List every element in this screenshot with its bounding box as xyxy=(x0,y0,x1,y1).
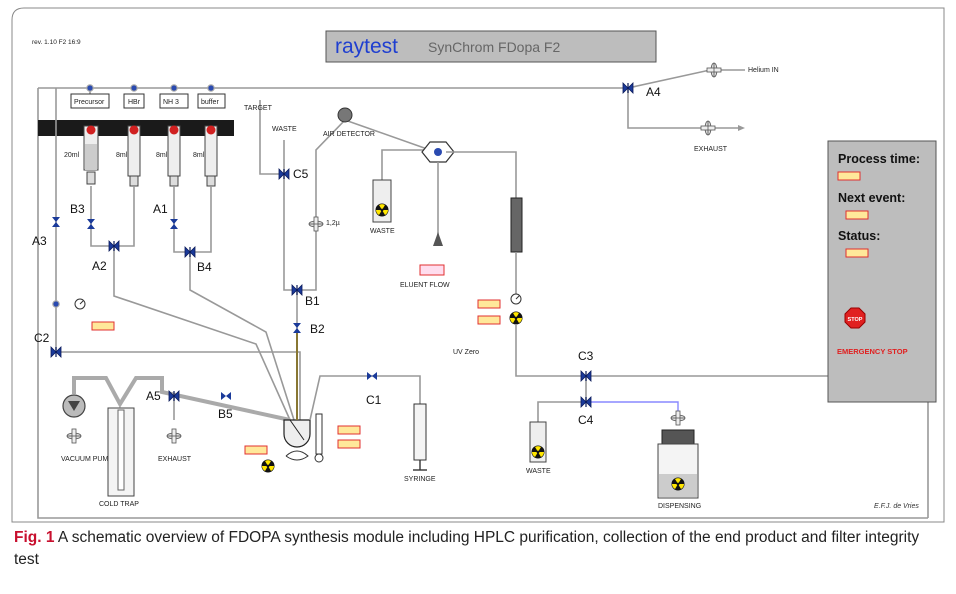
valve-a4-label: A4 xyxy=(646,85,661,99)
reagent-label-precursor: Precursor xyxy=(74,99,105,106)
helium-in-label: Helium IN xyxy=(748,67,779,74)
status-panel xyxy=(827,140,937,403)
valve-b3-label: B3 xyxy=(70,202,85,216)
syringe-label: SYRINGE xyxy=(404,476,436,483)
volume-label-3: 8ml xyxy=(156,152,168,159)
hplc-injector-icon xyxy=(421,141,455,163)
author-credit: E.F.J. de Vries xyxy=(874,503,919,510)
valve-c4-label: C4 xyxy=(578,413,594,427)
valve-a5-label: A5 xyxy=(146,389,161,403)
waste-vial-label: WASTE xyxy=(370,228,395,235)
valve-a4[interactable] xyxy=(622,82,634,94)
stop-button[interactable]: STOP xyxy=(844,307,866,329)
title-bar xyxy=(325,30,657,63)
brand-name: raytest xyxy=(335,35,398,58)
valve-b4-label: B4 xyxy=(197,260,212,274)
volume-label-1: 20ml xyxy=(64,152,80,159)
target-label: TARGET xyxy=(244,105,273,112)
hplc-column-icon xyxy=(510,197,523,253)
valve-c2[interactable] xyxy=(50,346,62,358)
valve-c3[interactable] xyxy=(580,370,592,382)
volume-label-2: 8ml xyxy=(116,152,128,159)
valve-c5[interactable] xyxy=(278,168,290,180)
figure-caption: Fig. 1 A schematic overview of FDOPA syn… xyxy=(14,527,944,571)
exhaust-top-label: EXHAUST xyxy=(694,146,728,153)
valve-c2-label: C2 xyxy=(34,331,50,345)
valve-a1[interactable] xyxy=(170,219,178,229)
stop-button-label: STOP xyxy=(848,317,863,323)
eluent-flow-indicator xyxy=(419,264,445,276)
emergency-stop-label: EMERGENCY STOP xyxy=(837,347,908,356)
valve-b3[interactable] xyxy=(87,219,95,229)
valve-a1-label: A1 xyxy=(153,202,168,216)
valve-c1[interactable] xyxy=(367,372,377,380)
reagent-label-nh3: NH 3 xyxy=(163,99,179,106)
valve-c1-label: C1 xyxy=(366,393,382,407)
valve-b1[interactable] xyxy=(291,284,303,296)
valve-b2-label: B2 xyxy=(310,322,325,336)
uv-zero-label: UV Zero xyxy=(453,349,479,356)
dispensing-label: DISPENSING xyxy=(658,503,701,510)
figure-frame xyxy=(11,7,945,523)
filter-label: 1,2µ xyxy=(326,220,340,227)
figure-caption-text: A schematic overview of FDOPA synthesis … xyxy=(14,529,920,568)
status-label: Status: xyxy=(838,229,880,243)
waste-label: WASTE xyxy=(272,126,297,133)
valve-a2-label: A2 xyxy=(92,259,107,273)
eluent-flow-label: ELUENT FLOW xyxy=(400,282,450,289)
reagent-label-hbr: HBr xyxy=(128,99,141,106)
valve-a3[interactable] xyxy=(52,217,60,227)
volume-label-4: 8ml xyxy=(193,152,205,159)
next-event-label: Next event: xyxy=(838,191,905,205)
revision-label: rev. 1.10 F2 16:9 xyxy=(32,39,81,46)
valve-c5-label: C5 xyxy=(293,167,309,181)
valve-b4[interactable] xyxy=(184,246,196,258)
helium-line xyxy=(38,69,720,89)
reactor-vessel-icon xyxy=(283,413,324,463)
air-detector-icon xyxy=(337,107,353,123)
reagent-label-buffer: buffer xyxy=(201,99,219,106)
valve-a5[interactable] xyxy=(168,390,180,402)
valve-a2[interactable] xyxy=(108,240,120,252)
vacuum-pump-label: VACUUM PUMP xyxy=(61,456,113,463)
cold-trap-label: COLD TRAP xyxy=(99,501,139,508)
valve-b5-label: B5 xyxy=(218,407,233,421)
exhaust-bottom-label: EXHAUST xyxy=(158,456,192,463)
valve-c4[interactable] xyxy=(580,396,592,408)
waste-bottom-label: WASTE xyxy=(526,468,551,475)
process-time-label: Process time: xyxy=(838,152,920,166)
valve-b1-label: B1 xyxy=(305,294,320,308)
product-name: SynChrom FDopa F2 xyxy=(428,39,560,55)
figure-number: Fig. 1 xyxy=(14,529,55,546)
valve-b5[interactable] xyxy=(221,392,231,400)
air-detector-label: AIR DETECTOR xyxy=(323,131,375,138)
valve-a3-label: A3 xyxy=(32,234,47,248)
valve-b2[interactable] xyxy=(293,323,301,333)
syringe-icon xyxy=(413,403,427,461)
valve-c3-label: C3 xyxy=(578,349,594,363)
reagent-columns xyxy=(70,84,226,187)
